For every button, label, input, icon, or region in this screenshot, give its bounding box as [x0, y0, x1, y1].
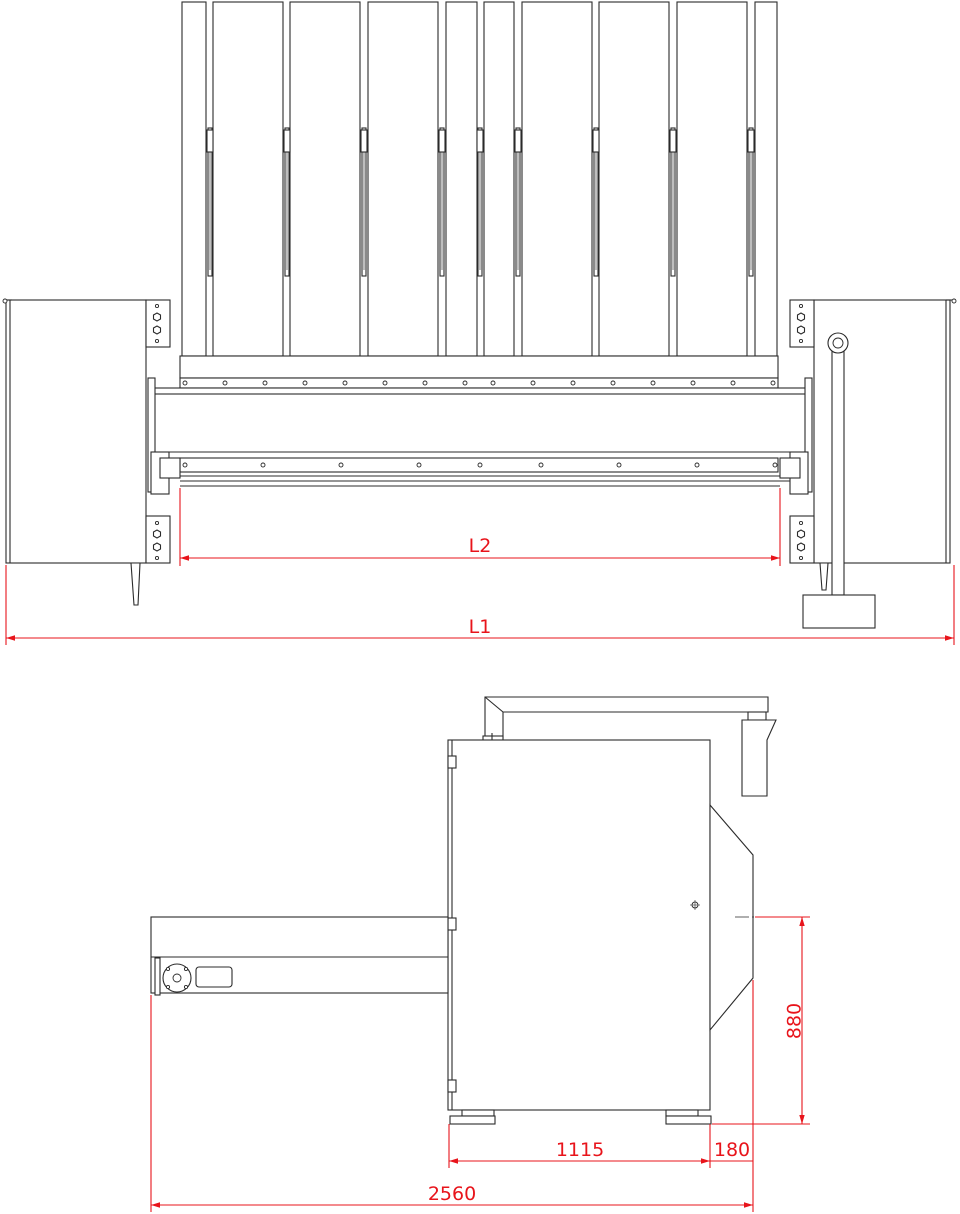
panel — [521, 1, 593, 357]
top-beam — [179, 355, 779, 389]
beam-bolt — [570, 380, 576, 386]
panel — [212, 1, 284, 357]
dimension-label-1115: 1115 — [556, 1139, 604, 1161]
side-arm — [150, 916, 449, 996]
beam-bolt — [382, 380, 388, 386]
panel-hinge — [283, 129, 291, 153]
screw — [154, 338, 160, 344]
beam-bolt — [462, 380, 468, 386]
beam-bolt — [182, 380, 188, 386]
hex-bolt — [796, 325, 806, 335]
rail-bolt — [772, 462, 778, 468]
beam-bolt — [770, 380, 776, 386]
beam-bolt — [342, 380, 348, 386]
panel — [289, 1, 361, 357]
beam-bolt — [302, 380, 308, 386]
hex-bolt — [796, 529, 806, 539]
right-housing — [789, 298, 957, 629]
panel-hinge — [438, 129, 446, 153]
screw — [154, 555, 160, 561]
dimension-label-l2: L2 — [469, 535, 492, 557]
beam-bolt — [610, 380, 616, 386]
dimension-l2: L2 — [179, 488, 781, 566]
dimension-label-2560: 2560 — [428, 1183, 476, 1205]
beam-bolt — [650, 380, 656, 386]
rail-bolt — [416, 462, 422, 468]
dimension-label-l1: L1 — [469, 616, 492, 638]
screw — [798, 555, 804, 561]
hex-bolt — [152, 529, 162, 539]
dimension-880: 880 — [712, 916, 810, 1125]
panel — [445, 1, 478, 357]
beam-bolt — [490, 380, 496, 386]
beam-bolt — [730, 380, 736, 386]
beam-bolt — [530, 380, 536, 386]
roller-assembly — [147, 377, 813, 495]
panel — [367, 1, 439, 357]
upright-panels — [181, 1, 778, 357]
panel-hinge — [514, 129, 522, 153]
rail-bolt — [260, 462, 266, 468]
dimension-180: 180 — [710, 980, 754, 1212]
top-arm — [482, 696, 777, 797]
front-view: L2 L1 — [2, 1, 957, 645]
dimension-2560: 2560 — [150, 995, 753, 1212]
dimension-l1: L1 — [5, 565, 955, 645]
panel — [483, 1, 515, 357]
rail-bolt — [616, 462, 622, 468]
screw — [798, 338, 804, 344]
left-housing — [2, 298, 171, 606]
panel — [676, 1, 748, 357]
screw — [154, 520, 160, 526]
panel-hinge — [476, 129, 484, 153]
panel-hinge — [592, 129, 600, 153]
panel — [598, 1, 670, 357]
rail-bolt — [182, 462, 188, 468]
hex-bolt — [152, 312, 162, 322]
dimension-label-180: 180 — [714, 1139, 750, 1161]
hex-bolt — [152, 542, 162, 552]
beam-bolt — [690, 380, 696, 386]
dimension-label-880: 880 — [784, 1003, 806, 1039]
screw — [154, 303, 160, 309]
hood — [709, 803, 760, 1032]
panel-hinge — [669, 129, 677, 153]
screw — [798, 520, 804, 526]
beam-bolt — [422, 380, 428, 386]
hex-bolt — [796, 542, 806, 552]
rail-bolt — [538, 462, 544, 468]
rail-bolt — [338, 462, 344, 468]
panel-hinge — [747, 129, 755, 153]
hex-bolt — [152, 325, 162, 335]
dimension-1115: 1115 — [448, 1124, 711, 1168]
rail-bolt — [694, 462, 700, 468]
beam-bolt — [262, 380, 268, 386]
side-view: 880 1115 180 2560 — [150, 696, 810, 1212]
panel-hinge — [360, 129, 368, 153]
main-body — [447, 739, 712, 1125]
screw — [798, 303, 804, 309]
hex-bolt — [796, 312, 806, 322]
panel-hinge — [206, 129, 214, 153]
beam-bolt — [222, 380, 228, 386]
rail-bolt — [477, 462, 483, 468]
